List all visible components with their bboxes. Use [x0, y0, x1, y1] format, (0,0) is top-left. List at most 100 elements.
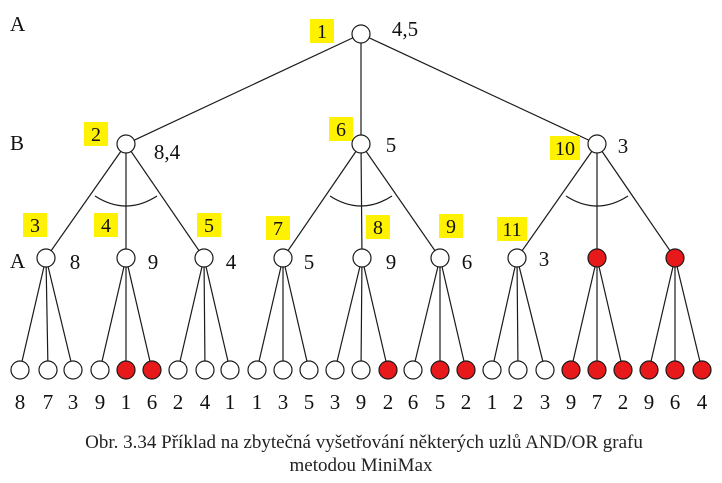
tree-node [273, 248, 293, 268]
tree-edge [596, 143, 676, 259]
leaf-node [403, 360, 423, 380]
leaf-value: 4 [697, 390, 708, 414]
leaf-node [325, 360, 345, 380]
leaf-value: 2 [618, 390, 629, 414]
leaf-value: 8 [15, 390, 26, 414]
order-badge-number: 8 [373, 217, 383, 239]
tree-edge [674, 257, 703, 371]
tree-edge [360, 257, 363, 371]
leaf-node [63, 360, 83, 380]
leaf-value: 2 [461, 390, 472, 414]
leaf-node [10, 360, 30, 380]
order-badge [310, 19, 334, 43]
node-value: 6 [462, 250, 473, 274]
node-value: 9 [148, 250, 159, 274]
pruned-node [587, 248, 607, 268]
tree-node [116, 248, 136, 268]
order-badge-number: 4 [101, 215, 111, 237]
tree-edge [177, 257, 205, 371]
leaf-value: 9 [644, 390, 655, 414]
tree-edges [19, 33, 703, 371]
tree-edge [648, 257, 676, 371]
leaf-value: 5 [435, 390, 446, 414]
order-badge-number: 9 [446, 216, 456, 238]
tree-nodes [10, 24, 712, 380]
order-badge-number: 5 [204, 215, 214, 237]
tree-edge [282, 257, 310, 371]
pruned-leaf [116, 360, 136, 380]
tree-edge [412, 257, 441, 371]
tree-edge [516, 143, 598, 259]
leaf-value: 4 [200, 390, 211, 414]
leaf-value: 1 [252, 390, 263, 414]
order-badge-number: 2 [91, 124, 101, 146]
leaf-node [38, 360, 58, 380]
node-value: 4,5 [392, 17, 418, 41]
order-badge [497, 217, 527, 241]
tree-edge [45, 143, 127, 259]
node-value: 3 [539, 247, 550, 271]
order-badge [366, 215, 390, 239]
tree-edge [282, 143, 362, 259]
tree-node [194, 248, 214, 268]
order-badge-number: 10 [555, 138, 575, 160]
node-value: 4 [226, 250, 237, 274]
leaf-value: 5 [304, 390, 315, 414]
tree-edge [360, 143, 363, 259]
leaf-value: 1 [121, 390, 132, 414]
leaf-node [535, 360, 555, 380]
pruned-leaf [378, 360, 398, 380]
tree-node [430, 248, 450, 268]
leaf-node [168, 360, 188, 380]
order-badge [84, 122, 108, 146]
tree-edge [125, 257, 153, 371]
tree-edge [360, 33, 598, 145]
tree-edge [491, 257, 518, 371]
tree-edge [45, 257, 74, 371]
leaf-value: 1 [487, 390, 498, 414]
order-badge [197, 213, 221, 237]
node-value: 5 [386, 133, 397, 157]
tree-edge [203, 257, 231, 371]
pruned-leaf [430, 360, 450, 380]
leaf-value: 3 [68, 390, 79, 414]
leaf-node [195, 360, 215, 380]
leaf-node [351, 360, 371, 380]
tree-edge [516, 257, 519, 371]
order-badge-number: 1 [317, 21, 327, 43]
leaf-node [247, 360, 267, 380]
node-value: 8 [70, 250, 81, 274]
leaf-value: 9 [356, 390, 367, 414]
leaf-value: 3 [540, 390, 551, 414]
pruned-leaf [456, 360, 476, 380]
leaf-value: 3 [278, 390, 289, 414]
tree-edge [203, 257, 206, 371]
tree-node [116, 134, 136, 154]
pruned-leaf [639, 360, 659, 380]
tree-node [351, 24, 371, 44]
tree-edge [334, 257, 363, 371]
level-label: A [10, 249, 26, 273]
tree-edge [45, 257, 49, 371]
node-value: 5 [304, 250, 315, 274]
leaf-node [482, 360, 502, 380]
tree-edge [596, 257, 624, 371]
tree-edge [125, 143, 205, 259]
tree-node [351, 134, 371, 154]
tree-edge [360, 143, 441, 259]
leaf-node [220, 360, 240, 380]
order-badge [550, 136, 580, 160]
figure-caption: Obr. 3.34 Příklad na zbytečná vyšetřován… [85, 432, 643, 453]
tree-edge [125, 33, 362, 145]
leaf-node [90, 360, 110, 380]
pruned-leaf [561, 360, 581, 380]
leaf-value: 9 [95, 390, 106, 414]
leaf-value: 2 [383, 390, 394, 414]
order-badge [329, 117, 353, 141]
leaf-node [299, 360, 319, 380]
leaf-value: 7 [592, 390, 603, 414]
node-value: 3 [618, 134, 629, 158]
and-arc [565, 195, 629, 207]
order-badge [266, 216, 290, 240]
